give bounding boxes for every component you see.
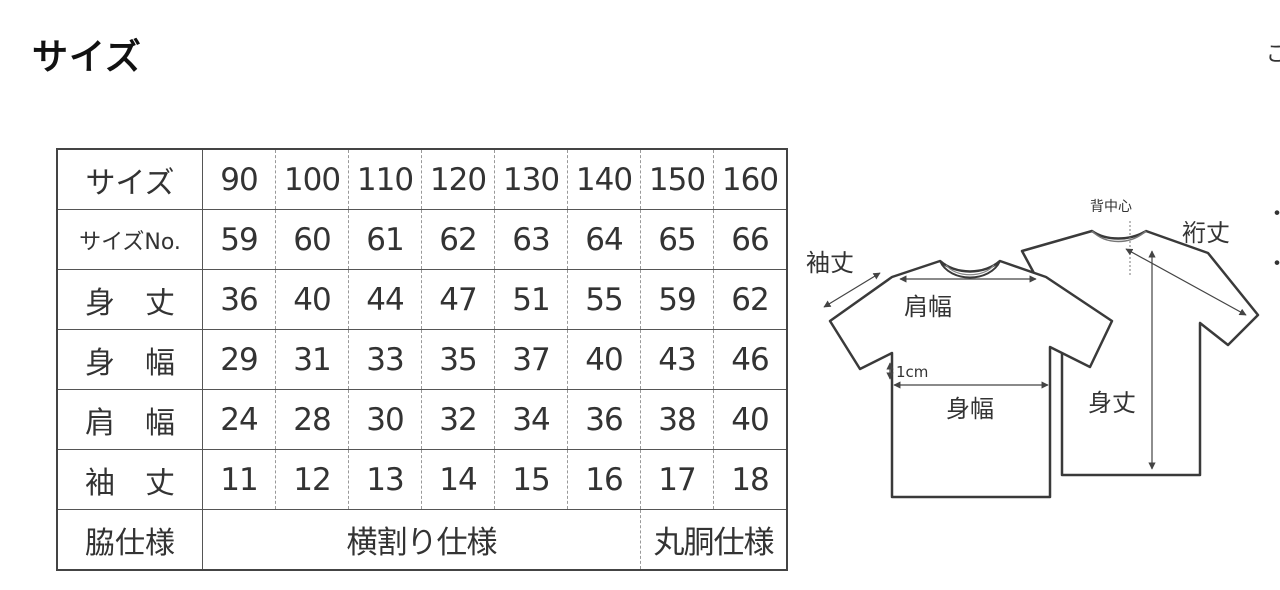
table-cell: 65	[640, 209, 714, 270]
clipped-text-2: ・	[1266, 196, 1280, 228]
row-label: サイズNo.	[56, 209, 203, 270]
row-label: 肩 幅	[56, 389, 203, 450]
table-cell: 31	[275, 329, 349, 390]
table-cell: 120	[421, 148, 495, 210]
table-cell: 16	[567, 449, 641, 510]
tshirt-front-icon	[828, 259, 1114, 499]
table-cell: 37	[494, 329, 568, 390]
table-cell: 130	[494, 148, 568, 210]
size-table: サイズ 90 100 110 120 130 140 150 160 サイズNo…	[56, 148, 788, 571]
table-cell: 15	[494, 449, 568, 510]
tshirt-measurement-diagram: 背中心 袖丈 裄丈 肩幅 1cm 身幅 身丈	[806, 199, 1260, 499]
table-cell: 17	[640, 449, 714, 510]
row-label: 身 丈	[56, 269, 203, 330]
table-cell: 34	[494, 389, 568, 450]
table-cell: 11	[202, 449, 276, 510]
table-cell: 35	[421, 329, 495, 390]
table-cell: 33	[348, 329, 422, 390]
yuki-length-label: 裄丈	[1182, 219, 1230, 247]
table-cell: 28	[275, 389, 349, 450]
table-cell: 150	[640, 148, 714, 210]
table-row-body-width: 身 幅 29 31 33 35 37 40 43 46	[56, 329, 788, 390]
table-row-sleeve-length: 袖 丈 11 12 13 14 15 16 17 18	[56, 449, 788, 510]
body-length-label: 身丈	[1088, 389, 1136, 417]
sleeve-length-label: 袖丈	[806, 249, 854, 277]
table-cell: 44	[348, 269, 422, 330]
table-cell: 40	[713, 389, 788, 450]
table-row-size-no: サイズNo. 59 60 61 62 63 64 65 66	[56, 209, 788, 270]
clipped-text-3: ・	[1266, 246, 1280, 278]
table-cell: 59	[640, 269, 714, 330]
table-cell: 30	[348, 389, 422, 450]
table-cell: 63	[494, 209, 568, 270]
row-label: 袖 丈	[56, 449, 203, 510]
page-title: サイズ	[32, 37, 142, 78]
tshirt-back-icon	[1020, 229, 1260, 477]
table-cell: 47	[421, 269, 495, 330]
table-cell: 36	[202, 269, 276, 330]
table-row-size: サイズ 90 100 110 120 130 140 150 160	[56, 148, 788, 210]
table-cell: 29	[202, 329, 276, 390]
table-cell: 60	[275, 209, 349, 270]
body-width-label: 身幅	[946, 395, 994, 423]
table-cell: 61	[348, 209, 422, 270]
row-label: 身 幅	[56, 329, 203, 390]
table-cell: 12	[275, 449, 349, 510]
table-row-shoulder-width: 肩 幅 24 28 30 32 34 36 38 40	[56, 389, 788, 450]
table-cell: 32	[421, 389, 495, 450]
table-cell: 46	[713, 329, 788, 390]
table-cell: 40	[567, 329, 641, 390]
table-cell: 62	[421, 209, 495, 270]
table-row-body-length: 身 丈 36 40 44 47 51 55 59 62	[56, 269, 788, 330]
table-cell: 43	[640, 329, 714, 390]
spec-cell-side-seam: 横割り仕様	[202, 509, 641, 571]
table-cell: 62	[713, 269, 788, 330]
table-cell: 51	[494, 269, 568, 330]
table-cell: 100	[275, 148, 349, 210]
row-label: 脇仕様	[56, 509, 203, 571]
table-cell: 40	[275, 269, 349, 330]
table-cell: 160	[713, 148, 788, 210]
back-center-label: 背中心	[1090, 199, 1132, 215]
table-cell: 38	[640, 389, 714, 450]
row-label: サイズ	[56, 148, 203, 210]
table-cell: 140	[567, 148, 641, 210]
table-cell: 14	[421, 449, 495, 510]
table-row-side-spec: 脇仕様 横割り仕様 丸胴仕様	[56, 509, 788, 571]
table-cell: 59	[202, 209, 276, 270]
table-cell: 66	[713, 209, 788, 270]
table-cell: 18	[713, 449, 788, 510]
shoulder-width-label: 肩幅	[904, 293, 952, 321]
table-cell: 36	[567, 389, 641, 450]
table-cell: 55	[567, 269, 641, 330]
table-cell: 13	[348, 449, 422, 510]
table-cell: 90	[202, 148, 276, 210]
spec-cell-tubular: 丸胴仕様	[640, 509, 788, 571]
table-cell: 64	[567, 209, 641, 270]
one-cm-label: 1cm	[896, 363, 928, 381]
clipped-text-1: ご	[1266, 42, 1280, 67]
table-cell: 110	[348, 148, 422, 210]
table-cell: 24	[202, 389, 276, 450]
